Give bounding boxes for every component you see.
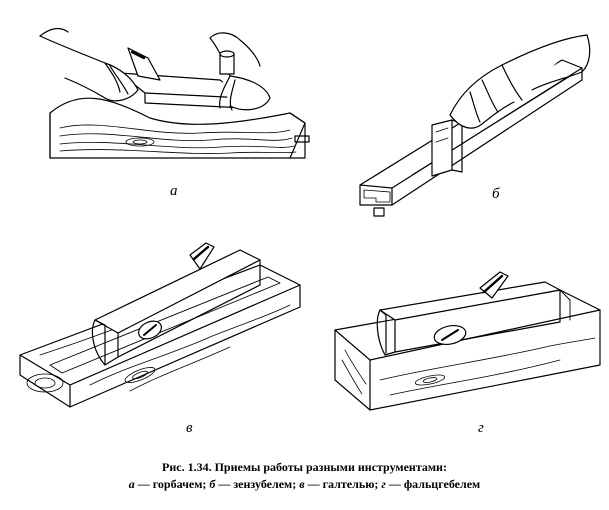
legend-letter-v: в bbox=[299, 477, 305, 491]
legend-text-v: — галтелью; bbox=[304, 477, 382, 491]
legend-text-b: — зензубелем; bbox=[215, 477, 300, 491]
panel-label-a: а bbox=[170, 183, 178, 199]
legend-letter-g: г bbox=[381, 477, 386, 491]
legend-text-g: — фальцгебелем bbox=[385, 477, 481, 491]
panel-label-b: б bbox=[492, 186, 500, 202]
panel-v-illustration bbox=[10, 225, 310, 430]
panel-g-illustration bbox=[330, 260, 608, 425]
legend-letter-a: а bbox=[128, 477, 135, 491]
figure-caption-title: Рис. 1.34. Приемы работы разными инструм… bbox=[162, 460, 447, 474]
panel-label-v: в bbox=[186, 420, 193, 436]
panel-label-g: г bbox=[478, 420, 484, 436]
panel-b-illustration bbox=[352, 20, 602, 225]
legend-letter-b: б bbox=[209, 477, 216, 491]
panel-a-illustration bbox=[20, 18, 320, 168]
legend-text-a: — горбачем; bbox=[134, 477, 210, 491]
figure-caption-legend: а — горбачем; б — зензубелем; в — галтел… bbox=[0, 476, 609, 492]
